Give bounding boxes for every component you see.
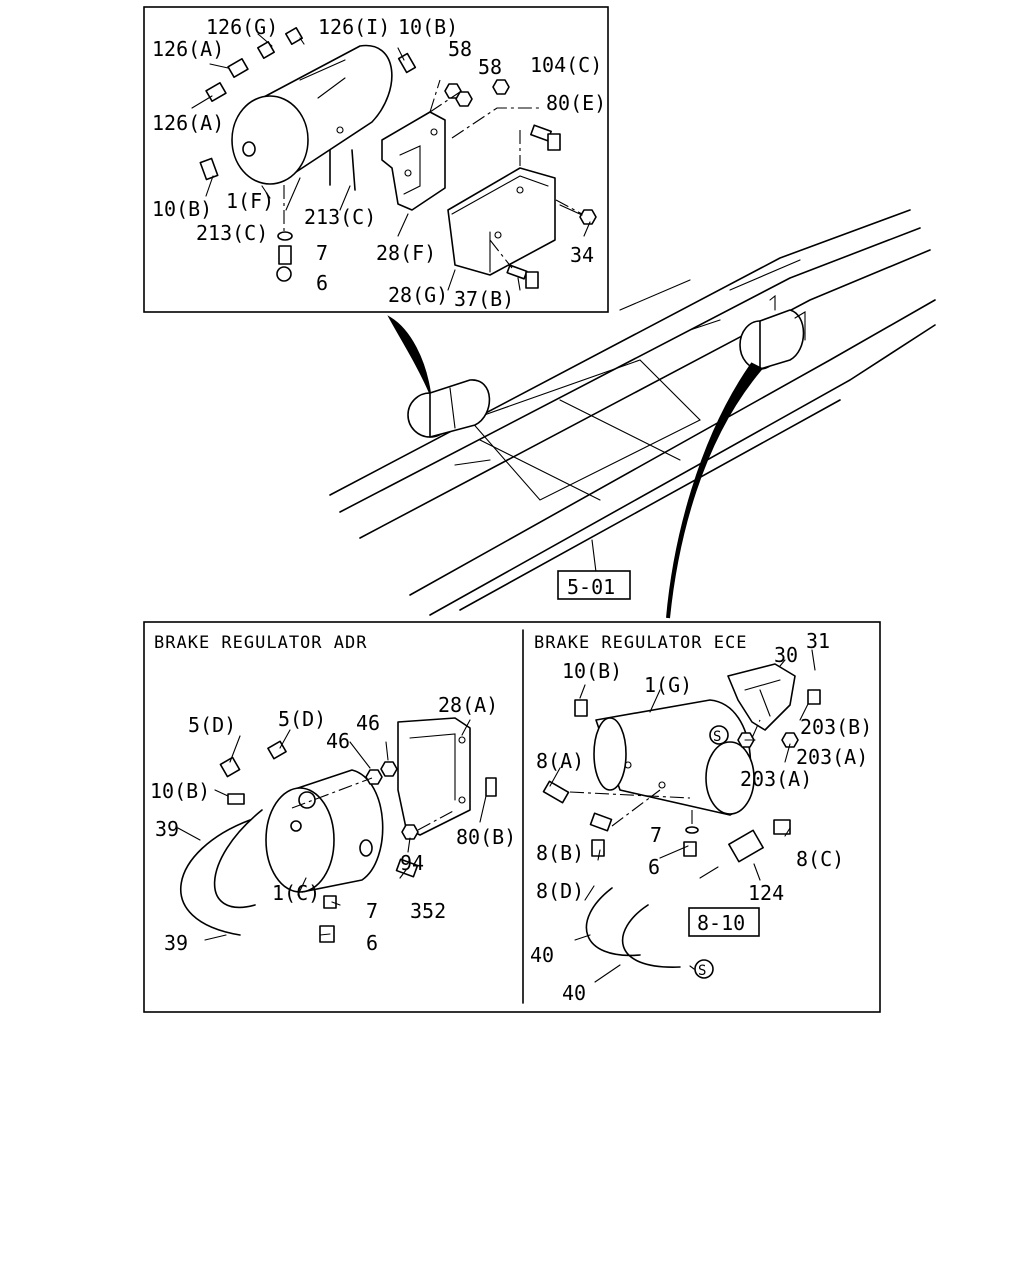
label-80e: 80(E) <box>546 91 606 115</box>
label-30: 30 <box>774 643 798 667</box>
label-352: 352 <box>410 899 446 923</box>
bottom-panel <box>143 621 881 1013</box>
label-213c-1: 213(C) <box>196 221 268 245</box>
ece-heading: BRAKE REGULATOR ECE <box>534 633 747 653</box>
label-5d-1: 5(D) <box>188 713 236 737</box>
labels: 126(G) 126(I) 10(B) 126(A) 58 58 104(C) … <box>150 15 872 1005</box>
ece-parts <box>542 649 821 983</box>
label-46-1: 46 <box>356 711 380 735</box>
label-10b-left: 10(B) <box>152 197 212 221</box>
label-126i: 126(I) <box>318 15 390 39</box>
air-tank-1c <box>265 769 384 893</box>
bracket-30 <box>727 663 796 731</box>
ref-box-5-01 <box>557 570 631 600</box>
label-58-1: 58 <box>448 37 472 61</box>
label-6-top: 6 <box>316 271 328 295</box>
label-s-2: S <box>698 963 706 979</box>
label-s-1: S <box>713 729 721 745</box>
adr-heading: BRAKE REGULATOR ADR <box>154 633 367 653</box>
label-8c: 8(C) <box>796 847 844 871</box>
label-10b-adr: 10(B) <box>150 779 210 803</box>
label-58-2: 58 <box>478 55 502 79</box>
label-126a-2: 126(A) <box>152 111 224 135</box>
air-tank-1f <box>231 44 393 185</box>
bracket-28g <box>447 167 556 276</box>
label-7-ece: 7 <box>650 823 662 847</box>
label-7-top: 7 <box>316 241 328 265</box>
label-10b-top: 10(B) <box>398 15 458 39</box>
label-31: 31 <box>806 629 830 653</box>
label-94: 94 <box>400 851 424 875</box>
label-8a: 8(A) <box>536 749 584 773</box>
label-39-2: 39 <box>164 931 188 955</box>
label-28a: 28(A) <box>438 693 498 717</box>
label-203a-1: 203(A) <box>796 745 868 769</box>
label-1c: 1(C) <box>272 881 320 905</box>
label-126a-1: 126(A) <box>152 37 224 61</box>
label-213c-2: 213(C) <box>304 205 376 229</box>
label-203a-2: 203(A) <box>740 767 812 791</box>
label-5d-2: 5(D) <box>278 707 326 731</box>
bracket-28f <box>381 111 446 211</box>
label-1f: 1(F) <box>226 189 274 213</box>
label-8b: 8(B) <box>536 841 584 865</box>
label-28f: 28(F) <box>376 241 436 265</box>
label-40-1: 40 <box>530 943 554 967</box>
label-39-1: 39 <box>155 817 179 841</box>
label-126g: 126(G) <box>206 15 278 39</box>
ref-5-01-text: 5-01 <box>567 575 615 599</box>
label-37b: 37(B) <box>454 287 514 311</box>
label-104c: 104(C) <box>530 53 602 77</box>
label-34: 34 <box>570 243 594 267</box>
label-6-ece: 6 <box>648 855 660 879</box>
label-28g: 28(G) <box>388 283 448 307</box>
ref-8-10-text: 8-10 <box>697 911 745 935</box>
label-40-2: 40 <box>562 981 586 1005</box>
adr-parts <box>177 717 497 943</box>
top-detail-panel <box>143 6 609 313</box>
chassis-frame <box>329 209 936 619</box>
label-6-adr: 6 <box>366 931 378 955</box>
frame-tank-left <box>407 379 491 438</box>
label-46-2: 46 <box>326 729 350 753</box>
label-124: 124 <box>748 881 784 905</box>
label-203b: 203(B) <box>800 715 872 739</box>
ref-box-8-10 <box>688 907 760 937</box>
frame-tank-right <box>739 294 806 370</box>
label-10b-ece: 10(B) <box>562 659 622 683</box>
label-80b: 80(B) <box>456 825 516 849</box>
label-8d: 8(D) <box>536 879 584 903</box>
bracket-28a <box>397 717 471 836</box>
label-7-adr: 7 <box>366 899 378 923</box>
label-1g: 1(G) <box>644 673 692 697</box>
